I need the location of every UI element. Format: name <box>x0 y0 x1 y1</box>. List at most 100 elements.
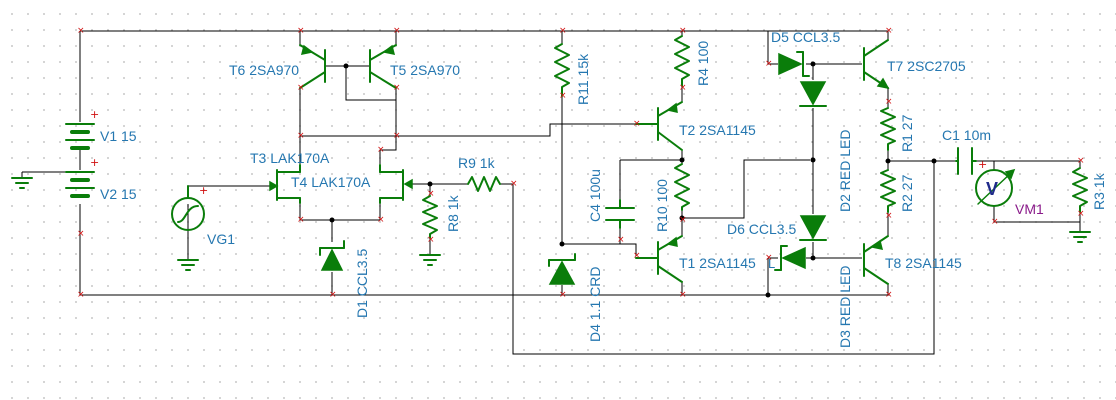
label-t2: T2 2SA1145 <box>679 122 756 138</box>
wire-mirror-to-t2 <box>299 88 636 137</box>
junction-dot <box>329 217 335 223</box>
resistor-r10[interactable] <box>674 163 690 211</box>
label-t8: T8 2SA1145 <box>885 255 962 271</box>
capacitor-c1[interactable] <box>955 147 977 175</box>
svg-text:×: × <box>765 59 773 69</box>
transistor-t6[interactable] <box>299 44 326 89</box>
led-d3[interactable] <box>799 215 827 241</box>
svg-text:×: × <box>77 290 85 300</box>
svg-text:×: × <box>510 179 518 189</box>
label-d4: D4 1.1 CRD <box>587 267 603 342</box>
wire-r10-to-leds <box>682 159 810 219</box>
junction-dot <box>931 158 937 164</box>
wires <box>21 30 1081 355</box>
svg-text:×: × <box>885 211 893 221</box>
ground-icon <box>1069 231 1091 243</box>
svg-text:×: × <box>679 290 687 300</box>
label-d6: D6 CCL3.5 <box>727 221 796 237</box>
svg-text:×: × <box>1077 209 1085 219</box>
wire-feedback <box>500 161 935 355</box>
label-r2: R2 27 <box>899 174 915 212</box>
battery-v1[interactable]: + <box>65 108 99 150</box>
junction-dot <box>765 292 771 298</box>
svg-text:×: × <box>297 83 305 93</box>
transistor-t5[interactable] <box>369 44 397 89</box>
svg-text:×: × <box>633 119 641 129</box>
svg-text:×: × <box>297 131 305 141</box>
svg-text:×: × <box>885 97 893 107</box>
svg-text:×: × <box>679 83 687 93</box>
capacitor-c4[interactable] <box>605 199 635 229</box>
diode-d4[interactable] <box>548 253 576 285</box>
junction-dot <box>810 61 816 67</box>
diode-d6[interactable]: L <box>768 245 806 271</box>
svg-text:×: × <box>329 290 337 300</box>
label-t1: T1 2SA1145 <box>679 255 756 271</box>
led-d2[interactable] <box>799 81 827 107</box>
svg-text:×: × <box>77 229 85 239</box>
svg-text:×: × <box>427 189 435 199</box>
resistor-r8[interactable] <box>422 195 438 239</box>
junction-dot <box>810 157 816 163</box>
pin-markers: × × × × × × × × × × × × × × × × × × × × … <box>77 26 1085 300</box>
wire-c4 <box>619 159 682 244</box>
svg-text:×: × <box>991 217 999 227</box>
transistor-t2[interactable] <box>635 101 683 151</box>
battery-v2[interactable]: + <box>65 156 99 198</box>
component-labels: V1 15 V2 15 VG1 T6 2SA970 T5 2SA970 T3 L… <box>100 29 1107 348</box>
label-d3: D3 RED LED <box>837 266 853 348</box>
label-t3: T3 LAK170A <box>250 150 330 166</box>
voltmeter-vm1[interactable]: V + <box>975 158 1016 207</box>
svg-text:×: × <box>393 26 401 36</box>
svg-text:×: × <box>559 26 567 36</box>
transistor-t3[interactable] <box>269 164 301 204</box>
label-r11: R11 15k <box>575 53 591 105</box>
ground-icon <box>177 259 199 271</box>
label-r10: R10 100 <box>654 179 670 232</box>
plus-sign: + <box>978 158 987 171</box>
label-d1: D1 CCL3.5 <box>354 249 370 318</box>
wire-mirror-to-t4 <box>379 88 397 165</box>
label-r1: R1 27 <box>899 114 915 152</box>
junction-dot <box>885 158 891 164</box>
label-r4: R4 100 <box>695 41 711 86</box>
transistor-t7[interactable] <box>863 39 890 90</box>
svg-text:×: × <box>297 26 305 36</box>
diode-d5[interactable] <box>778 51 810 77</box>
resistor-r11[interactable] <box>554 43 570 97</box>
label-d5: D5 CCL3.5 <box>771 29 840 45</box>
ground-icon <box>419 254 441 266</box>
resistor-r1[interactable] <box>880 107 896 151</box>
resistor-r2[interactable] <box>880 169 896 213</box>
label-r8: R8 1k <box>445 194 461 232</box>
svg-text:×: × <box>297 215 305 225</box>
transistor-t4[interactable] <box>379 164 413 204</box>
transistor-t1[interactable] <box>635 235 683 283</box>
junction-dot <box>559 241 565 247</box>
junction-dot <box>427 181 433 187</box>
ccl-mark: L <box>768 256 775 271</box>
svg-text:×: × <box>77 26 85 36</box>
wire-mirror-base <box>325 65 396 101</box>
plus-sign: + <box>90 156 99 169</box>
label-v2: V2 15 <box>100 186 137 202</box>
svg-text:×: × <box>393 131 401 141</box>
svg-text:×: × <box>393 83 401 93</box>
svg-text:×: × <box>427 235 435 245</box>
junction-dot <box>679 215 685 221</box>
signal-generator-vg1[interactable]: + <box>171 184 208 231</box>
svg-text:×: × <box>559 290 567 300</box>
label-d2: D2 RED LED <box>837 130 853 212</box>
svg-text:×: × <box>633 251 641 261</box>
resistor-r4[interactable] <box>674 35 690 87</box>
junction-dot <box>343 63 349 69</box>
diode-d1[interactable] <box>319 240 345 271</box>
svg-text:×: × <box>377 215 385 225</box>
junction-dot <box>810 255 816 261</box>
label-t5: T5 2SA970 <box>390 62 460 78</box>
transistor-t8[interactable] <box>863 235 889 285</box>
plus-sign: + <box>199 184 208 197</box>
resistor-r9[interactable] <box>467 176 501 192</box>
resistor-r3[interactable] <box>1072 167 1088 213</box>
